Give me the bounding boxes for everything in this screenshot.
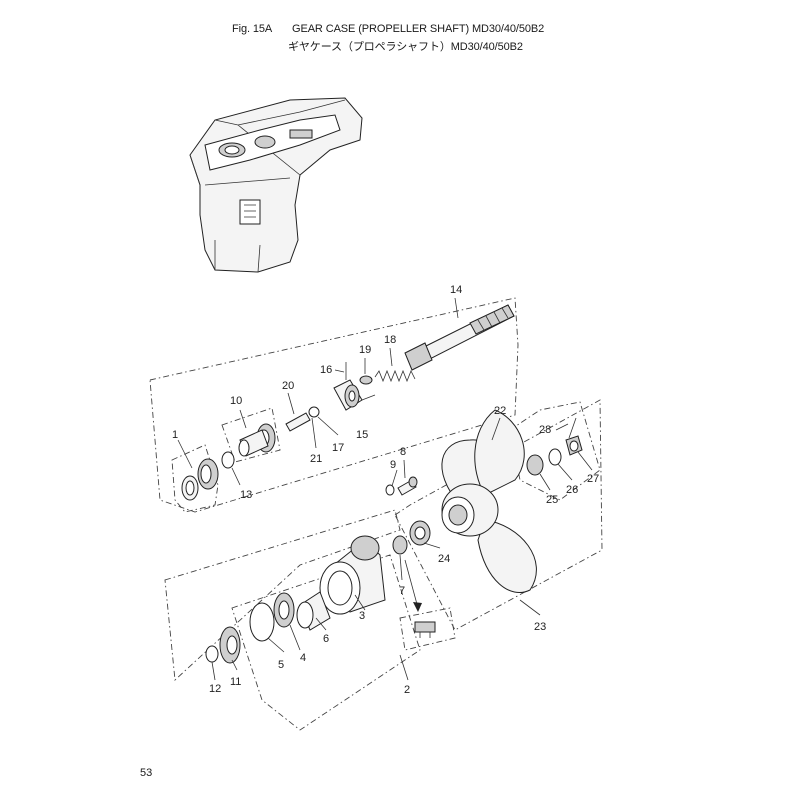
bearing-group-box-1 <box>171 444 219 513</box>
assembly-outline-upper <box>149 297 519 513</box>
callout-11: 11 <box>230 676 241 688</box>
plunger <box>285 412 311 432</box>
propeller-shaft <box>404 304 515 371</box>
callout-15: 15 <box>356 429 368 441</box>
callout-18: 18 <box>384 334 396 346</box>
callout-24: 24 <box>438 553 450 565</box>
callout-25: 25 <box>546 494 558 506</box>
callout-2: 2 <box>404 684 410 696</box>
callout-21: 21 <box>310 453 322 465</box>
callout-27: 27 <box>587 473 599 485</box>
clutch <box>333 379 363 411</box>
callout-9: 9 <box>390 459 396 471</box>
propeller-group-box-23 <box>394 399 603 631</box>
reverse-gear <box>219 626 241 664</box>
callout-13: 13 <box>240 489 252 501</box>
callout-26: 26 <box>566 484 578 496</box>
callout-12: 12 <box>209 683 221 695</box>
callout-3: 3 <box>359 610 365 622</box>
callout-22: 22 <box>494 405 506 417</box>
leader-lines <box>177 297 593 681</box>
pin-19 <box>359 375 373 385</box>
spacer <box>526 454 544 476</box>
callout-6: 6 <box>323 633 329 645</box>
callout-1: 1 <box>172 429 178 441</box>
callout-17: 17 <box>332 442 344 454</box>
o-ring <box>249 602 275 642</box>
callout-14: 14 <box>450 284 462 296</box>
assembly-outline-lower <box>164 509 401 681</box>
gear-case-housing <box>189 97 363 273</box>
cotter-pin <box>568 417 577 439</box>
callout-5: 5 <box>278 659 284 671</box>
propeller <box>441 409 537 593</box>
callout-28: 28 <box>539 424 551 436</box>
thrust-washer <box>409 520 431 546</box>
plate-detail-box <box>399 607 456 651</box>
spring <box>374 369 416 383</box>
ball <box>308 406 320 418</box>
shim <box>205 645 219 663</box>
title-english: GEAR CASE (PROPELLER SHAFT) MD30/40/50B2 <box>292 23 545 35</box>
callout-16: 16 <box>320 364 332 376</box>
washer-9 <box>385 484 395 496</box>
callout-19: 19 <box>359 344 371 356</box>
reference-arrow <box>404 559 419 609</box>
bearing-group-box-10 <box>221 407 281 463</box>
bolt <box>397 476 418 496</box>
callout-20: 20 <box>282 380 294 392</box>
nut-group-box <box>509 401 601 501</box>
washer-26 <box>548 448 562 466</box>
circlip <box>221 451 235 469</box>
taper-bearing <box>181 458 219 501</box>
castle-nut <box>565 435 583 456</box>
arrow-head <box>413 602 422 612</box>
callout-23: 23 <box>534 621 546 633</box>
puller-tool-detail <box>414 621 436 638</box>
title-japanese: ギヤケース（プロペラシャフト）MD30/40/50B2 <box>288 41 523 53</box>
sleeve <box>296 591 331 631</box>
page-number: 53 <box>140 767 153 779</box>
oil-seal <box>392 535 408 555</box>
figure-number: Fig. 15A <box>232 23 273 35</box>
callout-labels: 1 2 3 4 5 6 7 8 9 10 11 12 13 14 15 16 1… <box>172 284 599 696</box>
ball-bearing <box>273 592 295 628</box>
callout-10: 10 <box>230 395 242 407</box>
callout-4: 4 <box>300 652 306 664</box>
forward-gear <box>238 423 276 457</box>
callout-8: 8 <box>400 446 406 458</box>
callout-7: 7 <box>399 585 405 597</box>
bearing-housing <box>319 535 386 615</box>
